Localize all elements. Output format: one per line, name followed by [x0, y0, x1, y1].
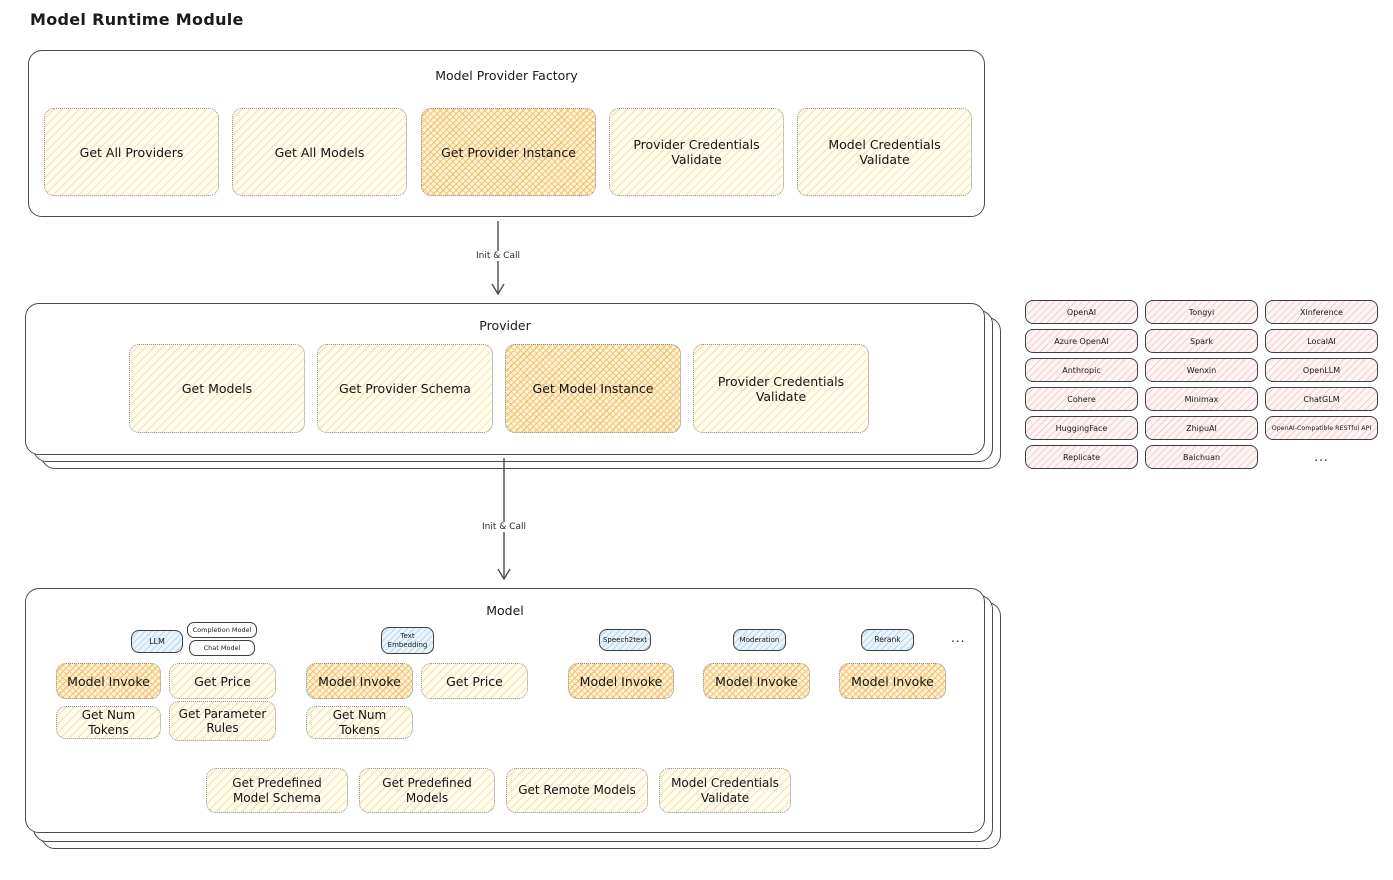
provider-chip-chatglm: ChatGLM: [1265, 387, 1378, 411]
provider-label: Provider: [479, 318, 531, 333]
provider-chip-localai: LocalAI: [1265, 329, 1378, 353]
type-chip-llm: LLM: [131, 630, 183, 653]
node-get-remote-models: Get Remote Models: [506, 768, 648, 813]
provider-chip-xinference: Xinference: [1265, 300, 1378, 324]
node-model-credentials-validate: Model Credentials Validate: [797, 108, 972, 196]
node-llm-get-num-tokens: Get Num Tokens: [56, 706, 161, 739]
node-get-predefined-model-schema: Get Predefined Model Schema: [206, 768, 348, 813]
node-te-get-num-tokens: Get Num Tokens: [306, 706, 413, 739]
node-llm-get-parameter-rules: Get Parameter Rules: [169, 701, 276, 741]
provider-chip-openllm: OpenLLM: [1265, 358, 1378, 382]
arrow-provider-to-model: [497, 458, 511, 581]
node-get-models: Get Models: [129, 344, 305, 433]
diagram-title: Model Runtime Module: [30, 10, 244, 29]
type-chip-rerank: Rerank: [861, 629, 914, 651]
provider-chip-anthropic: Anthropic: [1025, 358, 1138, 382]
node-moderation-model-invoke: Model Invoke: [703, 663, 810, 699]
arrow-label-init-call-1: Init & Call: [472, 251, 524, 261]
model-box: Model LLM Completion Model Chat Model Te…: [25, 588, 985, 833]
provider-chip-tongyi: Tongyi: [1145, 300, 1258, 324]
arrow-label-init-call-2: Init & Call: [478, 522, 530, 532]
provider-chip-baichuan: Baichuan: [1145, 445, 1258, 469]
provider-chip-cohere: Cohere: [1025, 387, 1138, 411]
factory-box: Model Provider Factory Get All Providers…: [28, 50, 985, 217]
provider-chip-wenxin: Wenxin: [1145, 358, 1258, 382]
node-rerank-model-invoke: Model Invoke: [839, 663, 946, 699]
providers-panel: OpenAI Tongyi Xinference Azure OpenAI Sp…: [1025, 300, 1378, 469]
node-provider-credentials-validate-2: Provider Credentials Validate: [693, 344, 869, 433]
provider-chip-openai: OpenAI: [1025, 300, 1138, 324]
type-chip-speech2text: Speech2text: [599, 629, 651, 651]
provider-chip-zhipuai: ZhipuAI: [1145, 416, 1258, 440]
provider-chip-replicate: Replicate: [1025, 445, 1138, 469]
node-llm-get-price: Get Price: [169, 663, 276, 699]
node-te-model-invoke: Model Invoke: [306, 663, 413, 699]
providers-more-indicator: ...: [1314, 450, 1329, 464]
provider-chip-huggingface: HuggingFace: [1025, 416, 1138, 440]
node-te-get-price: Get Price: [421, 663, 528, 699]
model-types-more-indicator: ...: [951, 631, 966, 645]
node-provider-credentials-validate: Provider Credentials Validate: [609, 108, 784, 196]
node-s2t-model-invoke: Model Invoke: [568, 663, 674, 699]
type-chip-moderation: Moderation: [733, 629, 786, 651]
model-label: Model: [486, 603, 524, 618]
node-get-model-instance: Get Model Instance: [505, 344, 681, 433]
node-get-predefined-models: Get Predefined Models: [359, 768, 495, 813]
node-get-all-models: Get All Models: [232, 108, 407, 196]
node-model-credentials-validate-2: Model Credentials Validate: [659, 768, 791, 813]
node-llm-model-invoke: Model Invoke: [56, 663, 161, 699]
sub-chip-chat-model: Chat Model: [189, 640, 255, 656]
provider-box: Provider Get Models Get Provider Schema …: [25, 303, 985, 455]
type-chip-text-embedding: Text Embedding: [381, 627, 434, 654]
provider-chip-azure-openai: Azure OpenAI: [1025, 329, 1138, 353]
node-get-provider-schema: Get Provider Schema: [317, 344, 493, 433]
node-get-all-providers: Get All Providers: [44, 108, 219, 196]
provider-chip-minimax: Minimax: [1145, 387, 1258, 411]
factory-label: Model Provider Factory: [435, 68, 578, 83]
provider-chip-spark: Spark: [1145, 329, 1258, 353]
node-get-provider-instance: Get Provider Instance: [421, 108, 596, 196]
sub-chip-completion-model: Completion Model: [187, 622, 257, 638]
provider-chip-openai-compatible: OpenAI-Compatible RESTful API: [1265, 416, 1378, 440]
